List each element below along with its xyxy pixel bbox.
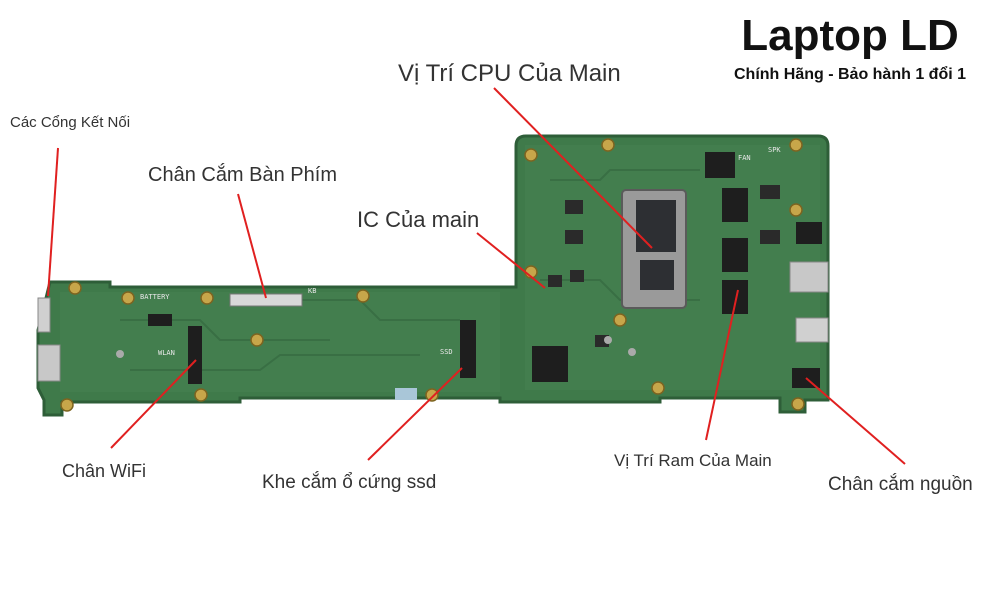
silkscreen-ssd: SSD (440, 348, 453, 356)
label-keyboard-connector: Chân Cắm Bàn Phím (148, 164, 337, 186)
label-wifi: Chân WiFi (62, 461, 147, 481)
ram-chip (722, 188, 748, 222)
wifi-slot (188, 326, 202, 384)
leader-line-ports (47, 147, 59, 297)
silkscreen-spk: SPK (768, 146, 781, 154)
leader-line-power (805, 377, 906, 465)
audio-jack (796, 222, 822, 244)
leader-line-keyboard (237, 193, 267, 299)
label-power-jack: Chân cắm nguồn (828, 474, 973, 495)
silkscreen-wlan: WLAN (158, 349, 175, 357)
label-ic: IC Của main (357, 207, 480, 232)
ssd-slot (460, 320, 476, 378)
usb-c-port (37, 297, 51, 333)
label-ports: Các Cổng Kết Nối (10, 114, 131, 131)
leader-line-ssd (367, 367, 463, 461)
brand-subtitle: Chính Hãng - Bảo hành 1 đổi 1 (734, 66, 966, 83)
label-ram: Vị Trí Ram Của Main (614, 451, 772, 470)
battery-connector (148, 314, 172, 326)
ram-chip (722, 280, 748, 314)
usb-c-port-right (795, 317, 829, 343)
silkscreen-kb: KB (308, 287, 316, 295)
ram-chip (722, 238, 748, 272)
leader-line-ram (705, 289, 739, 441)
leader-line-ic (476, 232, 546, 289)
brand-title: Laptop LD (741, 11, 959, 60)
leader-line-wifi (110, 359, 197, 449)
label-ssd-slot: Khe cắm ổ cứng ssd (262, 472, 437, 493)
silkscreen-fan: FAN (738, 154, 751, 162)
brand-block: Laptop LD Chính Hãng - Bảo hành 1 đổi 1 (700, 8, 1000, 84)
keyboard-connector (229, 293, 303, 307)
usb-a-port-right (789, 261, 829, 293)
silkscreen-battery: BATTERY (140, 293, 170, 301)
pch-chip (532, 346, 568, 382)
label-cpu: Vị Trí CPU Của Main (398, 60, 621, 87)
ram-chip (705, 152, 735, 178)
usb-a-port (37, 344, 61, 382)
leader-line-cpu (493, 87, 653, 249)
